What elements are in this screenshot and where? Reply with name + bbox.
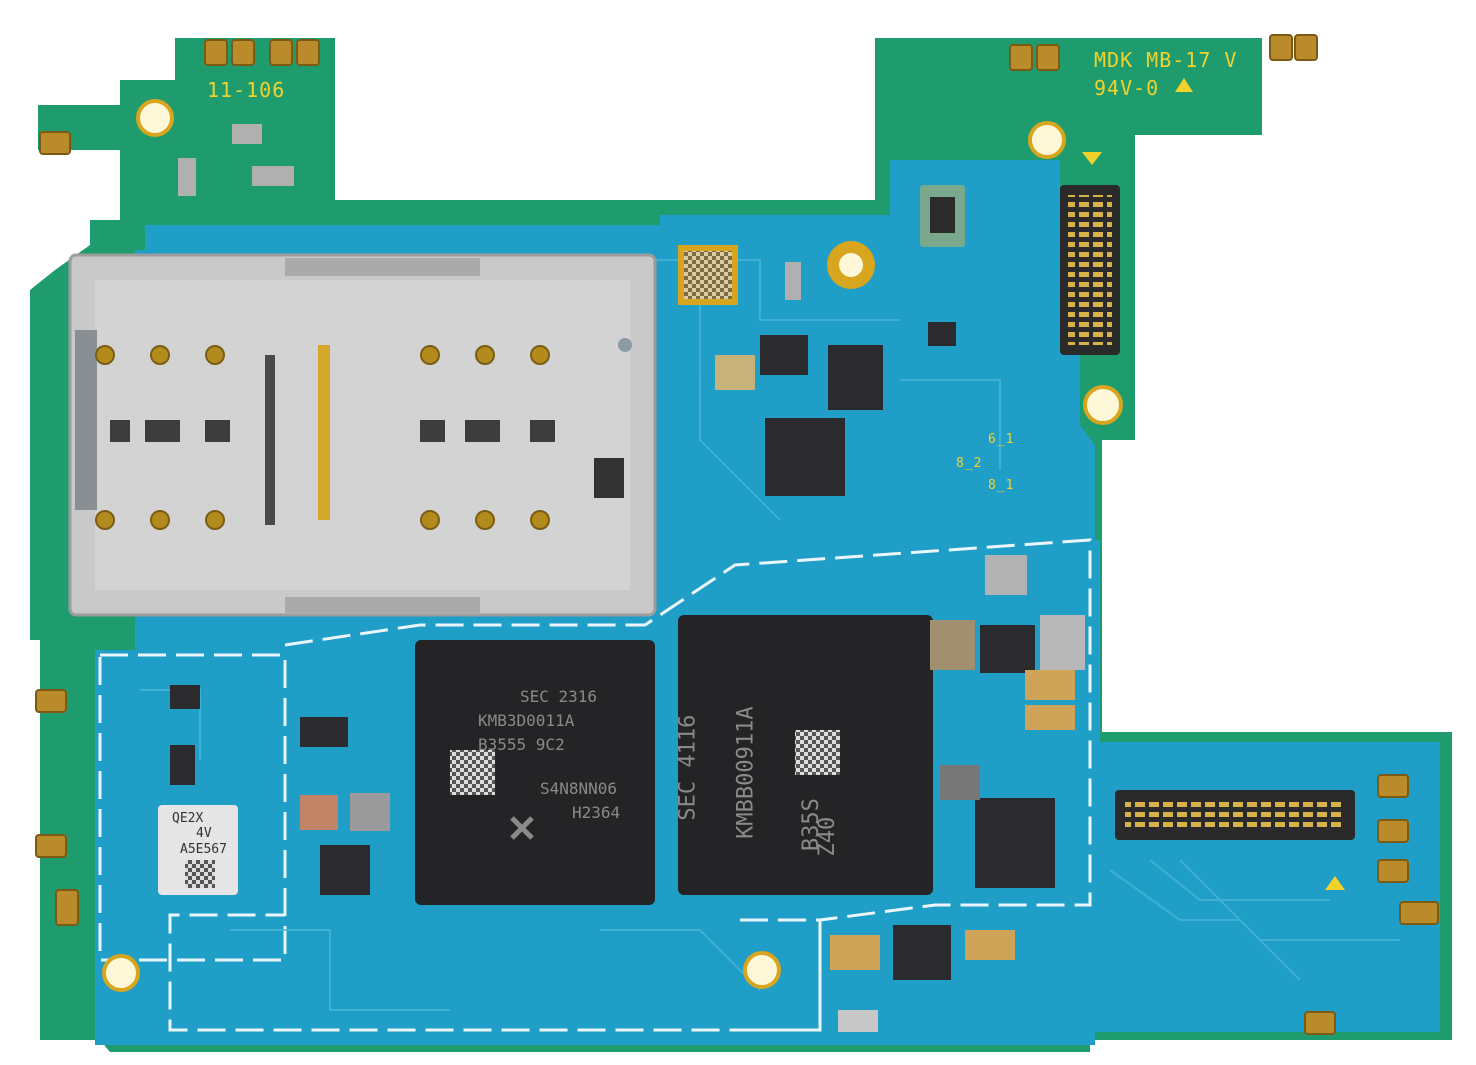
test-point-label-3: 8_1	[988, 478, 1015, 493]
storage-chip-marking-1: SEC 4116	[675, 714, 701, 821]
module-marking-1: QE2X	[172, 811, 204, 826]
small-chips	[170, 322, 1055, 980]
ram-chip-marking-3: B3555 9C2	[478, 735, 565, 754]
silk-triangles	[1082, 78, 1345, 890]
connector-bottom-right	[1115, 790, 1355, 840]
test-point-label-1: 6_1	[988, 432, 1015, 447]
passive-components	[178, 124, 1085, 1032]
sim-card-shield	[68, 253, 657, 617]
module-marking-2: 4V	[196, 826, 212, 841]
ram-chip-marking-4: S4N8NN06	[540, 779, 618, 798]
storage-chip	[678, 615, 933, 895]
test-point-label-2: 8_2	[956, 456, 983, 471]
ram-chip-marking-5: H2364	[572, 803, 621, 822]
board-rating-label: 94V-0	[1094, 76, 1160, 100]
ram-chip-marking-1: SEC 2316	[520, 687, 598, 706]
rf-module	[158, 805, 238, 895]
ram-chip-marking-2: KMB3D0011A	[478, 711, 575, 730]
shield-outlines	[98, 538, 1092, 1032]
board-code-label: 11-106	[207, 78, 286, 102]
ram-chip	[415, 640, 655, 905]
module-marking-3: A5E567	[180, 842, 227, 857]
storage-chip-marking-4: Z40	[815, 816, 841, 857]
storage-chip-marking-2: KMBB00911A	[733, 706, 759, 839]
board-model-label: MDK MB-17 V	[1094, 48, 1238, 72]
mounting-holes	[102, 99, 1123, 992]
spring-contacts	[35, 34, 1439, 1035]
connector-top-right	[1060, 185, 1120, 355]
sensor	[920, 185, 965, 247]
